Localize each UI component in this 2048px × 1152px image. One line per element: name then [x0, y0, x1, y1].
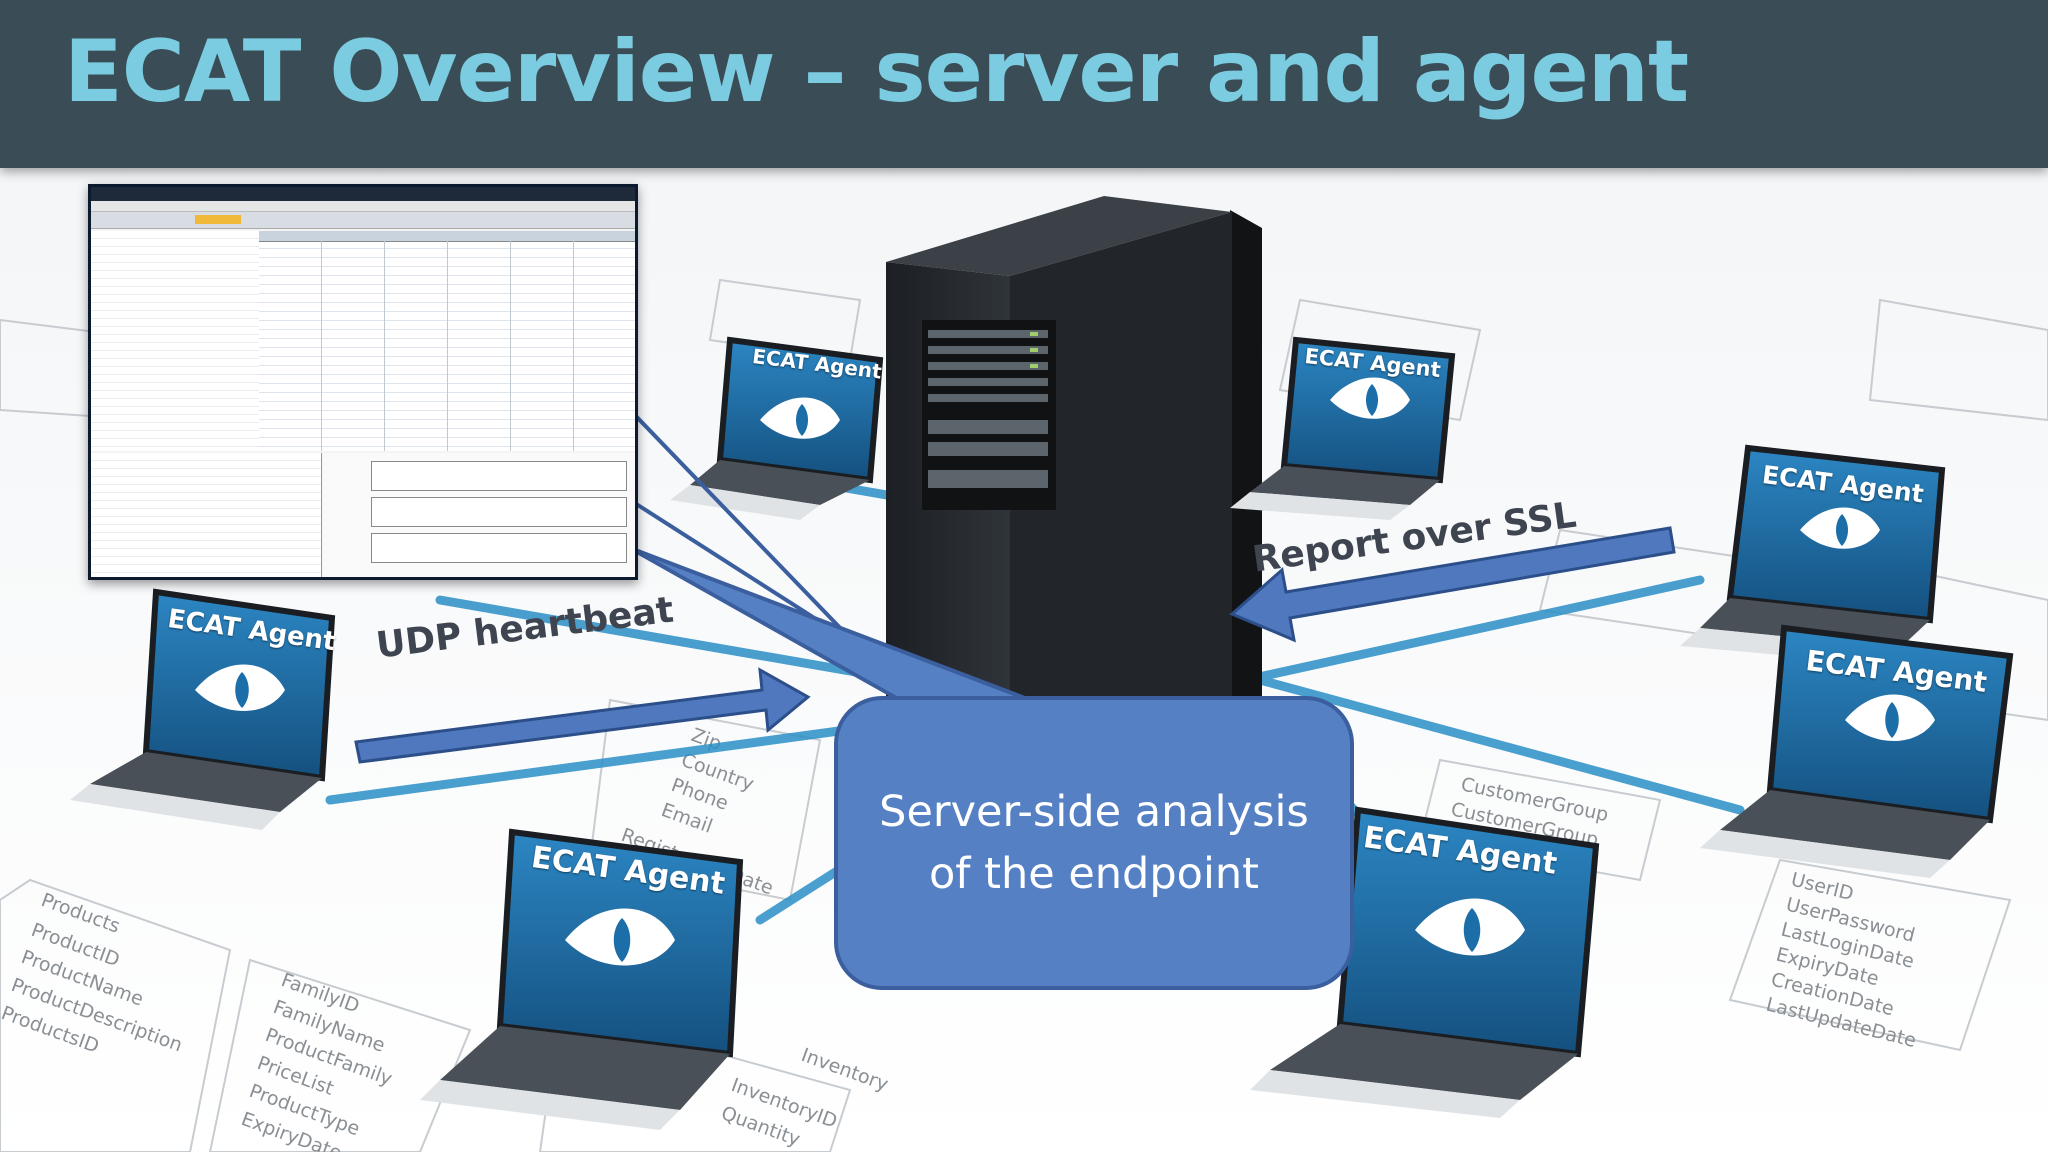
inset-menubar [91, 201, 635, 212]
callout-box [834, 696, 1354, 990]
callout-line-1: Server-side analysis [879, 787, 1309, 837]
eye-logos [195, 377, 1935, 966]
inset-tree-pane [91, 231, 260, 451]
callout: Server-side analysis of the endpoint [836, 698, 1352, 988]
laptops [70, 336, 2014, 1130]
inset-titlebar [91, 187, 635, 201]
ecat-app-screenshot [88, 184, 638, 580]
callout-text: Server-side analysis of the endpoint [836, 698, 1352, 988]
title-bar: ECAT Overview – server and agent [0, 0, 2048, 168]
report-ssl-arrow [1229, 526, 1676, 643]
callout-line-2: of the endpoint [928, 849, 1260, 899]
inset-properties-pane [91, 453, 322, 577]
inset-grid-pane [259, 231, 635, 451]
inset-toolbar [91, 212, 635, 229]
inset-body [91, 231, 635, 577]
inset-detail-pane [323, 453, 635, 577]
page-title: ECAT Overview – server and agent [64, 22, 1689, 122]
udp-heartbeat-arrow [354, 667, 811, 764]
